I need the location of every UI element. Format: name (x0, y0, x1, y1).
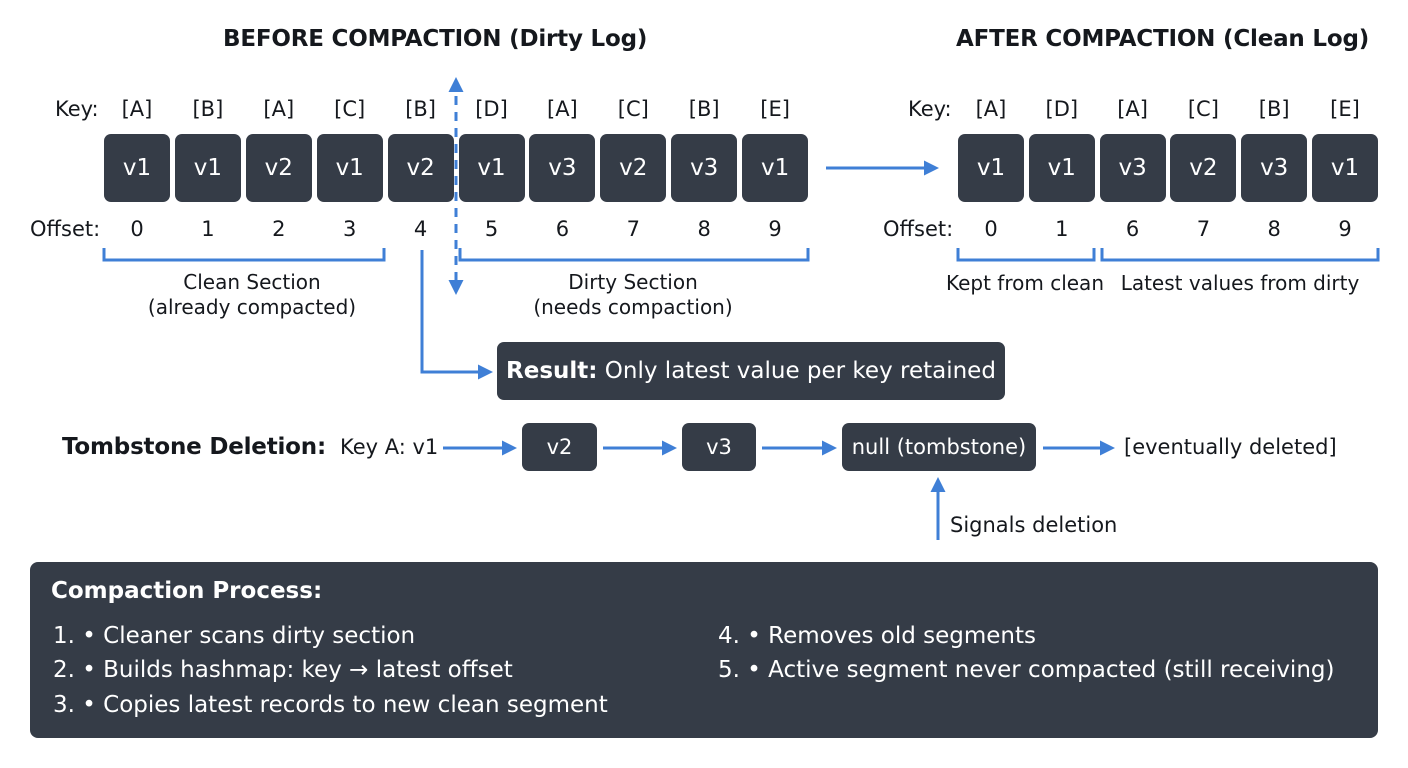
before-record-6: v3 (529, 134, 596, 202)
result-box: Result: Only latest value per key retain… (497, 342, 1005, 400)
after-offset-0: 0 (984, 217, 998, 241)
kept-from-clean-caption: Kept from clean (945, 271, 1104, 295)
after-offset-2: 6 (1125, 217, 1140, 241)
before-key-8: [B] (688, 97, 720, 121)
before-key-4: [B] (405, 97, 436, 121)
after-key-2: [A] (1117, 97, 1148, 121)
after-key-3: [C] (1187, 97, 1219, 121)
after-offset-5: 9 (1338, 217, 1352, 241)
before-key-5: [D] (475, 97, 508, 121)
before-offset-3: 3 (343, 217, 357, 241)
before-key-0: [A] (121, 97, 153, 121)
after-record-3: v2 (1170, 134, 1237, 202)
after-record-5: v1 (1312, 134, 1378, 202)
before-key-7: [C] (617, 97, 649, 121)
after-offset-1: 1 (1055, 217, 1069, 241)
result-text: Only latest value per key retained (597, 358, 996, 384)
after-offset-3: 7 (1196, 217, 1211, 241)
after-record-1: v1 (1028, 134, 1095, 202)
after-key-0: [A] (975, 97, 1007, 121)
after-key-5: [E] (1330, 97, 1360, 121)
after-offset-4: 8 (1267, 217, 1281, 241)
process-step-1: 1. • Cleaner scans dirty section (53, 623, 416, 649)
after-title: AFTER COMPACTION (Clean Log) (956, 26, 1370, 52)
before-key-9: [E] (760, 97, 790, 121)
before-record-9: v1 (742, 134, 809, 202)
before-key-1: [B] (192, 97, 224, 121)
dirty-section-line1: Dirty Section (568, 270, 698, 294)
before-key-3: [C] (334, 97, 366, 121)
tombstone-step-v2: v2 (522, 423, 597, 471)
process-step-2: 2. • Builds hashmap: key → latest offset (53, 657, 513, 683)
before-record-0: v1 (104, 134, 170, 202)
process-step-5: 5. • Active segment never compacted (sti… (718, 657, 1335, 683)
before-offset-0: 0 (130, 217, 144, 241)
before-key-label: Key: (55, 97, 99, 121)
clean-section-line1: Clean Section (183, 270, 321, 294)
process-title: Compaction Process: (51, 578, 323, 604)
before-record-2: v2 (245, 134, 312, 202)
before-record-7: v2 (600, 134, 667, 202)
tombstone-step-null: null (tombstone) (842, 423, 1036, 471)
tombstone-end: [eventually deleted] (1124, 435, 1337, 459)
process-step-3: 3. • Copies latest records to new clean … (53, 692, 608, 718)
before-record-8: v3 (671, 134, 738, 202)
before-offset-1: 1 (201, 217, 215, 241)
tombstone-title: Tombstone Deletion: (62, 434, 326, 460)
after-key-label: Key: (908, 97, 952, 121)
before-offset-6: 6 (555, 217, 570, 241)
before-offset-5: 5 (484, 217, 499, 241)
before-offset-8: 8 (697, 217, 711, 241)
before-offset-7: 7 (626, 217, 640, 241)
tombstone-signal: Signals deletion (950, 513, 1118, 537)
after-record-0: v1 (958, 134, 1024, 202)
clean-section-line2: (already compacted) (147, 295, 357, 319)
dirty-section-caption: Dirty Section (needs compaction) (518, 270, 748, 320)
before-key-2: [A] (263, 97, 295, 121)
latest-values-caption: Latest values from dirty (1120, 271, 1360, 295)
compaction-process-panel: Compaction Process: 1. • Cleaner scans d… (30, 562, 1378, 738)
after-key-4: [B] (1258, 97, 1290, 121)
tombstone-start: Key A: v1 (340, 435, 439, 459)
after-key-1: [D] (1045, 97, 1079, 121)
before-record-1: v1 (174, 134, 241, 202)
before-key-6: [A] (547, 97, 578, 121)
before-offset-2: 2 (272, 217, 286, 241)
dirty-section-line2: (needs compaction) (533, 295, 733, 319)
clean-section-caption: Clean Section (already compacted) (144, 270, 360, 320)
after-record-2: v3 (1099, 134, 1166, 202)
after-record-4: v3 (1241, 134, 1308, 202)
before-title: BEFORE COMPACTION (Dirty Log) (223, 26, 648, 52)
after-offset-label: Offset: (883, 217, 954, 241)
result-label: Result: (506, 358, 598, 384)
before-record-3: v1 (316, 134, 383, 202)
before-offset-9: 9 (768, 217, 782, 241)
before-record-4: v2 (387, 134, 454, 202)
before-offset-4: 4 (413, 217, 428, 241)
before-record-5: v1 (458, 134, 525, 202)
before-offset-label: Offset: (30, 217, 101, 241)
process-step-4: 4. • Removes old segments (718, 623, 1037, 649)
tombstone-step-v3: v3 (682, 423, 756, 471)
